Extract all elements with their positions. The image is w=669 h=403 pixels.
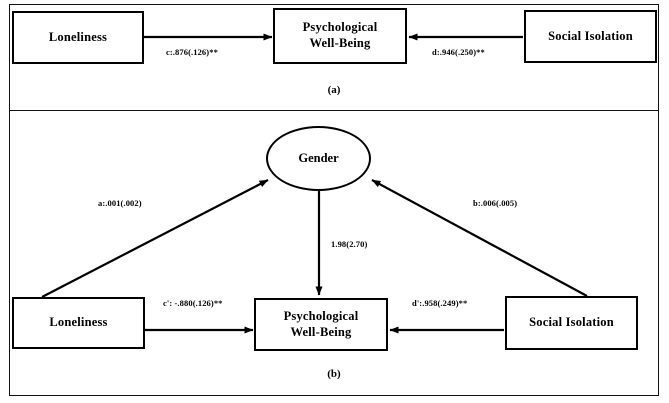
path-label-b: b:.006(.005) bbox=[473, 198, 518, 208]
node-label: Loneliness bbox=[49, 315, 108, 330]
node-label: Social Isolation bbox=[548, 28, 633, 43]
node-label: Social Isolation bbox=[529, 315, 614, 330]
node-social-isolation-panel-b[interactable]: Social Isolation bbox=[505, 296, 638, 350]
node-label: Gender bbox=[298, 151, 339, 165]
node-label-line1: Psychological bbox=[302, 20, 378, 35]
node-psychological-wellbeing-panel-a[interactable]: Psychological Well-Being bbox=[273, 8, 407, 64]
panel-caption-a: (a) bbox=[327, 84, 341, 96]
node-loneliness-panel-a[interactable]: Loneliness bbox=[12, 11, 144, 64]
path-label-gender-to-pwb: 1.98(2.70) bbox=[331, 239, 368, 249]
path-label-d: d:.946(.250)** bbox=[432, 47, 485, 57]
figure-outer-frame bbox=[9, 4, 659, 396]
node-psychological-wellbeing-panel-b[interactable]: Psychological Well-Being bbox=[254, 298, 388, 351]
panel-caption-b: (b) bbox=[327, 368, 341, 380]
node-loneliness-panel-b[interactable]: Loneliness bbox=[12, 297, 145, 349]
node-label-line1: Psychological bbox=[283, 308, 359, 323]
node-label: Loneliness bbox=[48, 29, 108, 44]
panel-divider bbox=[9, 110, 659, 111]
path-label-c-prime: c': -.880(.126)** bbox=[163, 298, 223, 308]
node-label-line2: Well-Being bbox=[309, 36, 371, 50]
path-label-a: a:.001(.002) bbox=[98, 198, 142, 208]
node-gender-panel-b[interactable]: Gender bbox=[266, 126, 371, 191]
node-social-isolation-panel-a[interactable]: Social Isolation bbox=[524, 10, 657, 63]
node-label-line2: Well-Being bbox=[290, 324, 352, 339]
path-label-c: c:.876(.126)** bbox=[166, 47, 218, 57]
path-label-d-prime: d':.958(.249)** bbox=[412, 298, 468, 308]
